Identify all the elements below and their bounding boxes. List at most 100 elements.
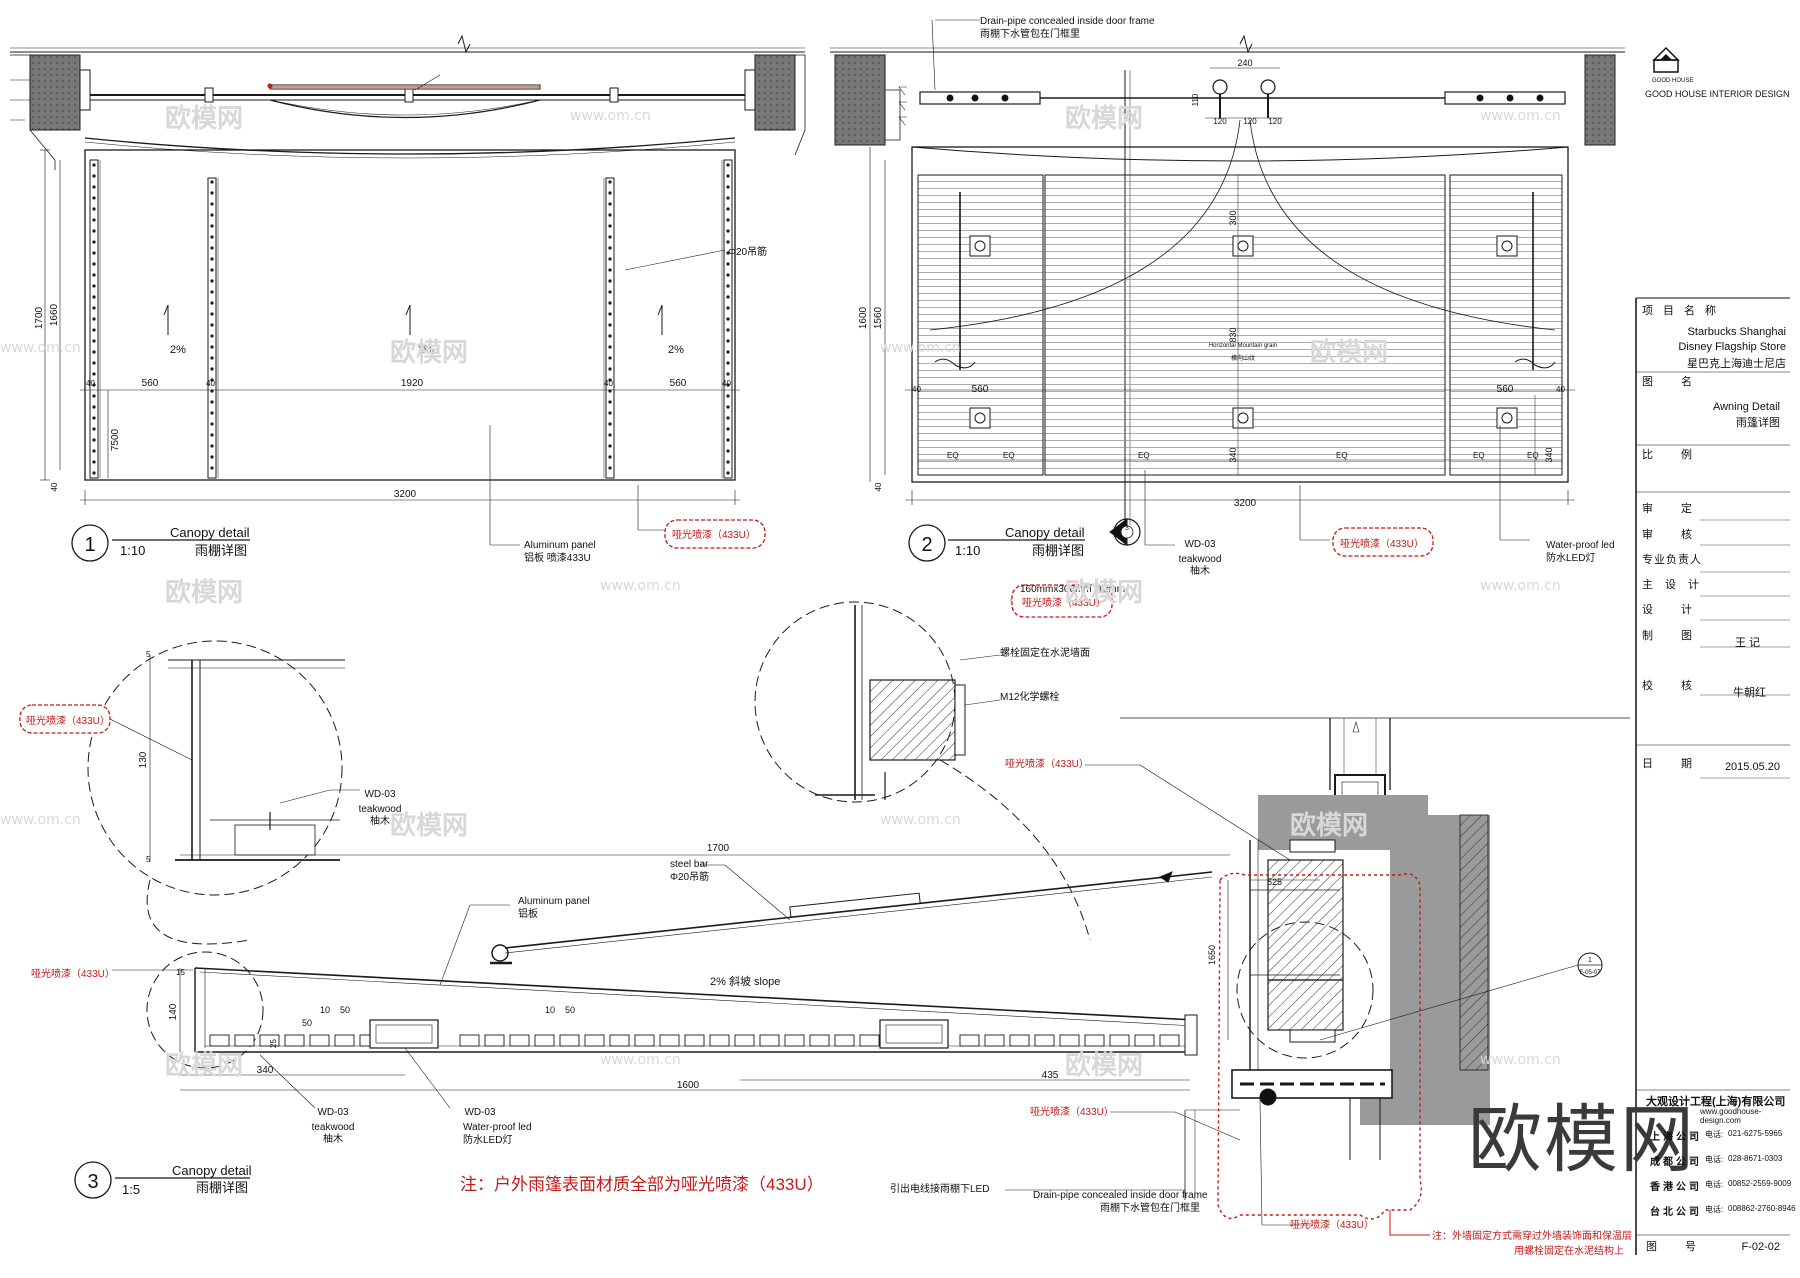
d2-paint-note: 哑光喷漆（433U） — [1340, 537, 1424, 550]
d3-wood-cn-1: 柚木 — [370, 814, 390, 827]
d2-dim-height-outer: 1600 — [858, 306, 869, 329]
d3-dim-10a: 10 — [320, 1005, 330, 1015]
detail-2-elevation — [830, 19, 1625, 562]
d2-dim-post-a: 40 — [912, 385, 921, 394]
d3-wood-tag-3: WD-03 — [464, 1107, 496, 1118]
tb-office-phone-label: 电话: — [1705, 1155, 1724, 1164]
d1-dim-height-outer: 1700 — [34, 306, 45, 329]
tb-office-phone-label: 电话: — [1705, 1205, 1724, 1214]
d1-dim-left: 560 — [142, 378, 159, 389]
tb-review-label: 审定 — [1642, 503, 1720, 515]
d3-wood-en-1: teakwood — [359, 804, 402, 815]
d3-dim-1700: 1700 — [707, 843, 730, 854]
tb-office-phone: 028-8671-0303 — [1728, 1154, 1783, 1163]
tb-proof-label: 校核 — [1642, 680, 1720, 692]
tb-website: www.goodhouse-design.com — [1700, 1107, 1762, 1125]
d3-dim-140: 140 — [168, 1003, 179, 1020]
tb-main-design-label: 主设计 — [1642, 579, 1711, 591]
detail-3-section — [74, 599, 1630, 1236]
d3-paint-left: 哑光喷漆（433U） — [26, 714, 110, 727]
d2-grain-cn: 横向山纹 — [1231, 354, 1255, 362]
d1-dim-post-c: 40 — [604, 379, 613, 388]
d3-dim-15: 15 — [176, 968, 185, 977]
d3-section-ref-top: 1 — [1588, 957, 1592, 964]
tb-scale-label: 比例 — [1642, 449, 1720, 461]
d3-dim-340: 340 — [257, 1065, 274, 1076]
d3-dim-525: 525 — [1267, 877, 1282, 887]
d3-steel-en: steel bar — [670, 859, 709, 870]
paint-note-clouds — [19, 519, 1434, 734]
d2-dim-120c: 120 — [1268, 117, 1282, 126]
d1-dim-post-a: 40 — [86, 379, 95, 388]
d3-dim-1600: 1600 — [677, 1080, 700, 1091]
tb-sheet-label: 图号 — [1646, 1241, 1724, 1253]
d2-eq-3: EQ — [1138, 451, 1150, 460]
tb-design-label: 设计 — [1642, 604, 1720, 616]
tb-project-label: 项目名称 — [1642, 305, 1726, 317]
d2-dim-40: 40 — [874, 482, 883, 491]
d2-dim-right: 560 — [1497, 384, 1514, 395]
post-perforations — [92, 163, 730, 475]
logo-text: GOOD HOUSE — [1652, 78, 1693, 84]
d2-dim-300: 300 — [1228, 210, 1238, 225]
d2-dim-post-b: 40 — [1556, 385, 1565, 394]
d1-paint-note: 哑光喷漆（433U） — [672, 528, 756, 541]
tb-drawing-cn: 雨篷详图 — [1736, 417, 1780, 429]
tb-sheet-value: F-02-02 — [1741, 1241, 1780, 1253]
d2-grain-en: Horizontal Mountain grain — [1209, 343, 1277, 349]
d3-dim-25: 25 — [269, 1039, 278, 1048]
d3-paint-top: 哑光喷漆（433U） — [1022, 596, 1106, 609]
d2-eq-2: EQ — [1003, 451, 1015, 460]
d2-wood-en: teakwood — [1179, 554, 1222, 565]
tb-lead-label: 专业负责人 — [1642, 554, 1702, 566]
d1-panel-en: Aluminum panel — [524, 540, 596, 551]
d3-wall-note-1: 注：外墙固定方式需穿过外墙装饰面和保温层 — [1432, 1229, 1632, 1242]
canopy-slats — [209, 1034, 1180, 1047]
d3-dim-50a: 50 — [302, 1018, 312, 1028]
d2-wood-tag: WD-03 — [1184, 539, 1216, 550]
d1-dim-post-b: 40 — [206, 379, 215, 388]
tb-project-en-2: Disney Flagship Store — [1678, 341, 1786, 353]
detail-1-elevation — [10, 34, 806, 562]
d1-scale: 1:10 — [120, 543, 145, 558]
d1-slope-1: 2% — [170, 344, 186, 356]
tb-office-phone-label: 电话: — [1705, 1130, 1724, 1139]
tb-drawing-en: Awning Detail — [1712, 401, 1780, 413]
brand-logo — [1652, 46, 1680, 73]
d1-dim-mid: 1920 — [401, 378, 424, 389]
d3-led-en: Water-proof led — [463, 1122, 532, 1133]
d1-slope-2: 2% — [418, 344, 434, 356]
tb-project-en-1: Starbucks Shanghai — [1687, 326, 1786, 338]
tb-office-name: 台北公司 — [1650, 1207, 1702, 1218]
d2-section-mark: 3 — [1125, 525, 1129, 532]
d2-dim-240: 240 — [1237, 58, 1252, 68]
d1-title-cn: 雨棚详图 — [195, 543, 247, 558]
d3-section-ref-bot: F-05-07 — [1579, 970, 1601, 976]
d2-dim-height-inner: 1560 — [873, 306, 884, 329]
d1-dim-total: 3200 — [394, 489, 417, 500]
tb-office-name: 香港公司 — [1650, 1182, 1702, 1193]
tb-office-phone-label: 电话: — [1705, 1180, 1724, 1189]
d3-scale: 1:5 — [122, 1182, 140, 1197]
brand-name: GOOD HOUSE INTERIOR DESIGN — [1645, 89, 1790, 99]
d3-wood-cn-2: 柚木 — [323, 1132, 343, 1145]
d1-number: 1 — [84, 534, 95, 556]
d2-dim-120b: 120 — [1243, 117, 1257, 126]
d1-dim-right: 560 — [670, 378, 687, 389]
tb-project-cn: 星巴克上海迪士尼店 — [1687, 358, 1786, 370]
watermark-large: 欧模网 — [1468, 1097, 1696, 1183]
d3-drain-cn: 雨棚下水管包在门框里 — [1100, 1201, 1200, 1214]
d3-general-note: 注：户外雨篷表面材质全部为哑光喷漆（433U） — [460, 1175, 824, 1194]
d2-dim-total: 3200 — [1234, 498, 1257, 509]
d3-dim-1650: 1650 — [1207, 945, 1217, 965]
d3-paint-low: 哑光喷漆（433U） — [1030, 1105, 1114, 1118]
d3-wall-note-2: 用螺栓固定在水泥结构上 — [1514, 1244, 1624, 1257]
d3-dim-130: 130 — [138, 751, 149, 768]
d2-wood-cn: 柚木 — [1190, 564, 1210, 577]
d3-dim-435: 435 — [1042, 1070, 1059, 1081]
d1-panel-cn: 铝板 喷漆433U — [524, 551, 591, 564]
d3-paint-mid: 哑光喷漆（433U） — [1005, 757, 1089, 770]
d3-dim-5b: 5 — [146, 855, 151, 864]
